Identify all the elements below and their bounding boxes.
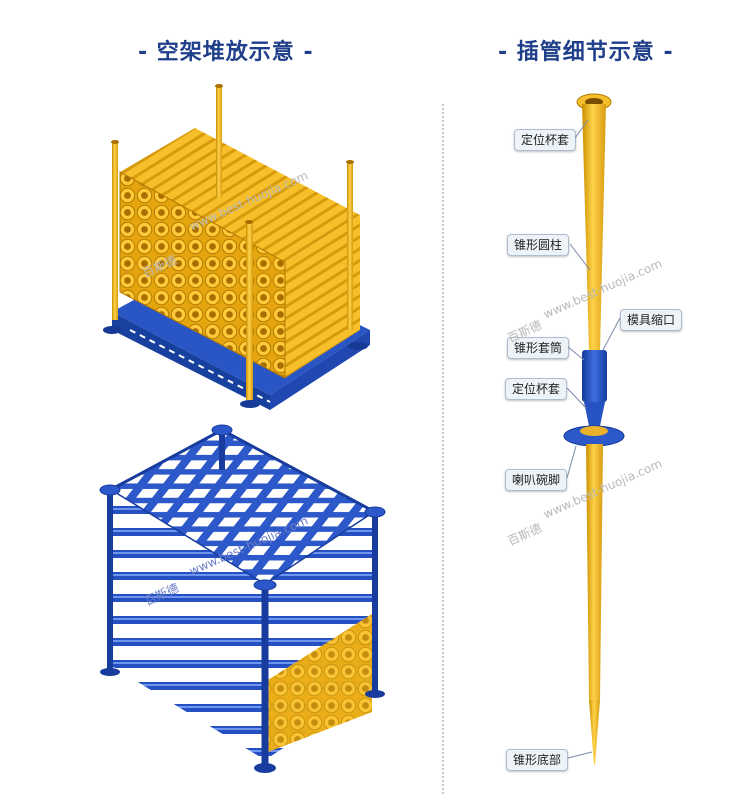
callout-cone-sleeve: 锥形套筒 [507,337,570,359]
callout-cone-column: 锥形圆柱 [507,234,570,256]
callout-flare-foot: 喇叭碗脚 [505,469,568,491]
callout-mold-neck: 模具缩口 [620,309,683,331]
callout-cone-bottom: 锥形底部 [506,749,569,771]
rack-corner-posts [111,84,354,400]
rack-stack [99,424,386,773]
section-title-insert-detail: - 插管细节示意 - [498,40,674,65]
section-title-stacking: - 空架堆放示意 - [138,40,314,65]
callout-cup-mid: 定位杯套 [505,378,568,400]
section-divider [442,104,444,794]
insert-pipe [563,93,625,765]
callout-cup-top: 定位杯套 [514,129,577,151]
yellow-pipe-bundle [119,128,360,379]
